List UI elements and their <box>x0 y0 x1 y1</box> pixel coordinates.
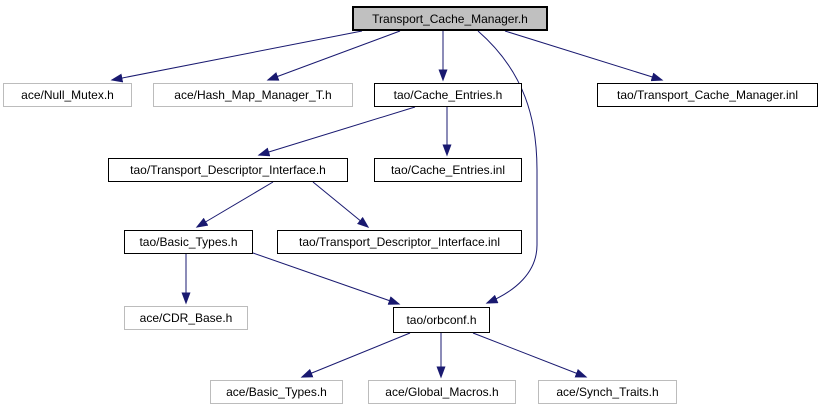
edge-root-orbconf <box>477 30 538 304</box>
edge-root-tcm-inl <box>504 30 664 82</box>
node-tao-transport-cache-manager-inl[interactable]: tao/Transport_Cache_Manager.inl <box>597 83 818 107</box>
node-tao-transport-descriptor-interface-inl[interactable]: tao/Transport_Descriptor_Interface.inl <box>277 230 522 254</box>
edge-root-hash-map <box>266 30 401 81</box>
node-tao-basic-types-h[interactable]: tao/Basic_Types.h <box>124 230 253 254</box>
node-tao-transport-descriptor-interface-h[interactable]: tao/Transport_Descriptor_Interface.h <box>108 158 348 182</box>
node-ace-global-macros-h: ace/Global_Macros.h <box>368 380 516 404</box>
edge-root-null-mutex <box>110 30 363 83</box>
edge-cache-entries-tdi <box>257 106 416 157</box>
node-ace-hash-map-manager-t-h: ace/Hash_Map_Manager_T.h <box>153 83 353 107</box>
node-transport-cache-manager-h: Transport_Cache_Manager.h <box>352 6 548 31</box>
edge-tao-basic-types-orbconf <box>252 252 401 305</box>
node-ace-null-mutex-h: ace/Null_Mutex.h <box>3 83 132 107</box>
edge-tdi-tao-basic-types <box>195 181 274 228</box>
node-ace-cdr-base-h: ace/CDR_Base.h <box>124 306 248 330</box>
edge-orbconf-ace-basic-types <box>300 332 411 378</box>
edge-orbconf-synch-traits <box>472 332 588 378</box>
node-tao-cache-entries-inl[interactable]: tao/Cache_Entries.inl <box>374 158 522 182</box>
node-ace-basic-types-h: ace/Basic_Types.h <box>210 380 343 404</box>
node-ace-synch-traits-h: ace/Synch_Traits.h <box>538 380 677 404</box>
node-tao-orbconf-h[interactable]: tao/orbconf.h <box>393 307 490 333</box>
node-tao-cache-entries-h[interactable]: tao/Cache_Entries.h <box>374 83 522 107</box>
edge-tdi-tdi-inl <box>312 181 370 228</box>
